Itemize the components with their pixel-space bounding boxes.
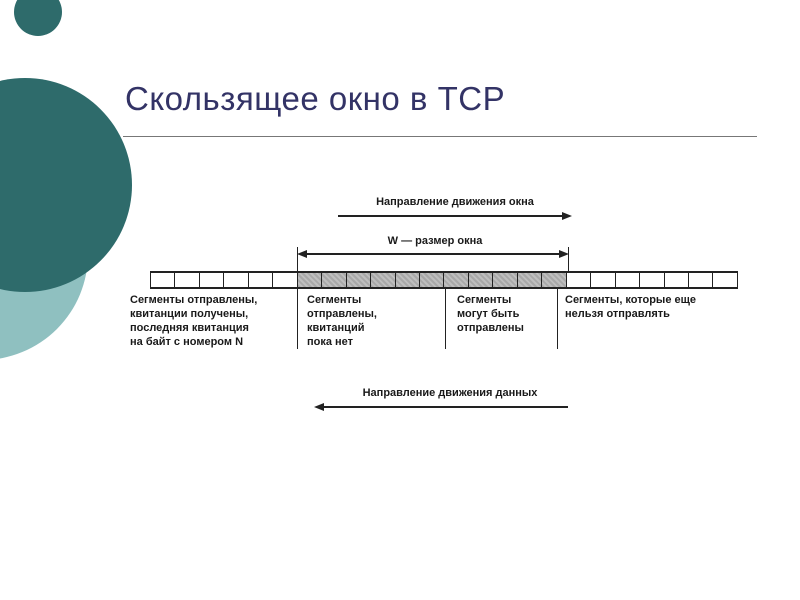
column-separator — [557, 289, 558, 349]
label-line: Сегменты — [307, 294, 362, 306]
segment-cell — [444, 273, 469, 287]
label-line: отправлены — [457, 322, 524, 334]
segment-cell — [713, 273, 737, 287]
label-acked-segments: Сегменты отправлены, квитанции получены, п… — [130, 293, 257, 349]
segment-cell — [346, 273, 372, 287]
left-arrowhead-icon — [314, 403, 324, 411]
data-direction-label: Направление движения данных — [362, 387, 538, 399]
segment-cell — [151, 273, 176, 287]
window-size-label: W — размер окна — [387, 235, 483, 247]
segment-cell — [493, 273, 518, 287]
column-separator — [445, 289, 446, 349]
segment-cell — [419, 273, 445, 287]
segment-cell — [175, 273, 200, 287]
segment-cell — [224, 273, 249, 287]
segment-cell — [640, 273, 665, 287]
segment-cell — [615, 273, 641, 287]
segment-cell — [322, 273, 347, 287]
segment-cell — [688, 273, 714, 287]
label-line: пока нет — [307, 336, 354, 348]
label-line: нельзя отправлять — [565, 308, 670, 320]
label-notyet-segments: Сегменты, которые еще нельзя отправлять — [565, 293, 696, 321]
label-line: квитанции получены, — [130, 308, 249, 320]
segment-cell — [199, 273, 225, 287]
title-divider — [123, 136, 757, 137]
label-line: могут быть — [457, 308, 520, 320]
window-left-boundary-line — [297, 247, 298, 271]
segment-cell — [468, 273, 494, 287]
label-sendable-segments: Сегменты могут быть отправлены — [457, 293, 524, 335]
label-line: квитанций — [307, 322, 365, 334]
segment-cell — [566, 273, 592, 287]
label-line: на байт с номером N — [130, 336, 244, 348]
decor-circle-dark — [0, 78, 132, 292]
segment-cell — [395, 273, 420, 287]
segment-cell — [517, 273, 543, 287]
label-line: отправлены, — [307, 308, 377, 320]
label-line: Сегменты — [457, 294, 512, 306]
label-line: Сегменты отправлены, — [130, 294, 258, 306]
label-line: Сегменты, которые еще — [565, 294, 697, 306]
segment-cell — [297, 273, 323, 287]
segment-cell — [591, 273, 616, 287]
window-right-boundary-line — [568, 247, 569, 271]
segment-cell — [542, 273, 567, 287]
data-direction-arrow-line — [322, 406, 568, 408]
column-separator — [297, 289, 298, 349]
right-arrowhead-icon — [559, 250, 569, 258]
segment-cell — [273, 273, 298, 287]
window-direction-arrow-line — [338, 215, 564, 217]
segment-cell — [371, 273, 396, 287]
label-line: последняя квитанция — [130, 322, 249, 334]
left-arrowhead-icon — [297, 250, 307, 258]
page-title: Скользящее окно в TCP — [125, 80, 506, 117]
segment-cell — [248, 273, 274, 287]
window-direction-label: Направление движения окна — [376, 196, 534, 208]
decor-circle-small — [14, 0, 62, 36]
window-size-arrow-line — [305, 253, 561, 255]
right-arrowhead-icon — [562, 212, 572, 220]
segment-cell — [664, 273, 689, 287]
label-unacked-segments: Сегменты отправлены, квитанций пока нет — [307, 293, 377, 349]
segment-strip — [150, 271, 738, 289]
